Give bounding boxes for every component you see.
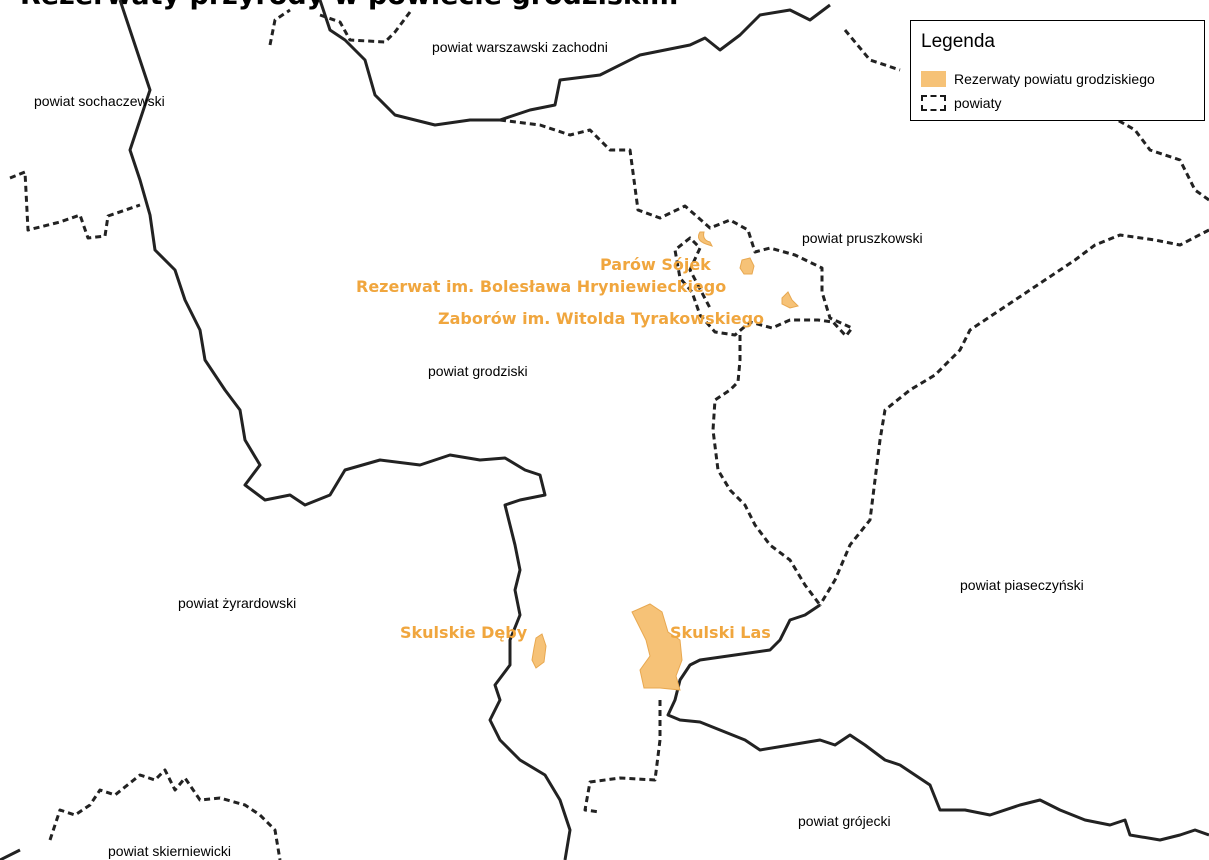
legend-swatch-districts xyxy=(921,95,946,111)
legend-item-districts: powiaty xyxy=(921,93,1001,113)
legend-swatch-reserves xyxy=(921,71,946,87)
district-label-grojecki: powiat grójecki xyxy=(798,813,891,829)
boundaries-dashed xyxy=(9,8,1209,860)
legend-label-reserves: Rezerwaty powiatu grodziskiego xyxy=(954,71,1155,87)
boundary-north xyxy=(318,0,831,127)
district-label-warszawski-zachodni: powiat warszawski zachodni xyxy=(432,39,608,55)
reserve-skulski-las xyxy=(631,603,683,691)
district-label-sochaczewski: powiat sochaczewski xyxy=(34,93,165,109)
map-title: Rezerwaty przyrody w powiecie grodziskim xyxy=(20,0,678,11)
district-label-zyrardowski: powiat żyrardowski xyxy=(178,595,296,611)
district-label-skierniewicki: powiat skierniewicki xyxy=(108,843,231,859)
boundary-bottom-left xyxy=(0,848,21,860)
district-label-grodziski: powiat grodziski xyxy=(428,363,528,379)
reserve-label-zaborow: Zaborów im. Witolda Tyrakowskiego xyxy=(438,309,764,328)
reserves xyxy=(531,231,799,691)
boundary-south-east xyxy=(666,603,1209,842)
legend-item-reserves: Rezerwaty powiatu grodziskiego xyxy=(921,69,1155,89)
boundary-pruszkowski-north xyxy=(499,118,854,338)
reserve-hryniewieckiego xyxy=(739,257,755,275)
legend-title: Legenda xyxy=(921,31,995,52)
boundary-north-top xyxy=(268,8,412,46)
legend: Legenda Rezerwaty powiatu grodziskiego p… xyxy=(910,20,1205,121)
reserve-label-skulskie-deby: Skulskie Dęby xyxy=(400,623,528,642)
boundary-pruszkowski-east xyxy=(818,29,1209,606)
reserve-skulskie-deby xyxy=(531,633,547,669)
reserve-labels: Parów Sójek Rezerwat im. Bolesława Hryni… xyxy=(356,255,771,642)
reserve-label-hryniewieckiego: Rezerwat im. Bolesława Hryniewieckiego xyxy=(356,277,726,296)
district-labels: powiat warszawski zachodni powiat sochac… xyxy=(34,39,1084,859)
reserve-parow-sojek xyxy=(698,231,713,247)
district-label-pruszkowski: powiat pruszkowski xyxy=(802,230,923,246)
boundary-warszawski-zachodni xyxy=(118,0,572,860)
map-title-strip: Rezerwaty przyrody w powiecie grodziskim xyxy=(0,0,1000,14)
boundary-south-center xyxy=(583,700,662,814)
boundary-grodziski-east xyxy=(711,335,822,606)
reserve-zaborow xyxy=(781,291,799,309)
district-label-piaseczynski: powiat piaseczyński xyxy=(960,577,1084,593)
boundary-skierniewicki xyxy=(48,768,282,860)
reserve-label-parow-sojek: Parów Sójek xyxy=(600,255,711,274)
boundary-sochaczewski-west xyxy=(9,170,141,240)
legend-label-districts: powiaty xyxy=(954,95,1002,111)
reserve-label-skulski-las: Skulski Las xyxy=(670,623,771,642)
